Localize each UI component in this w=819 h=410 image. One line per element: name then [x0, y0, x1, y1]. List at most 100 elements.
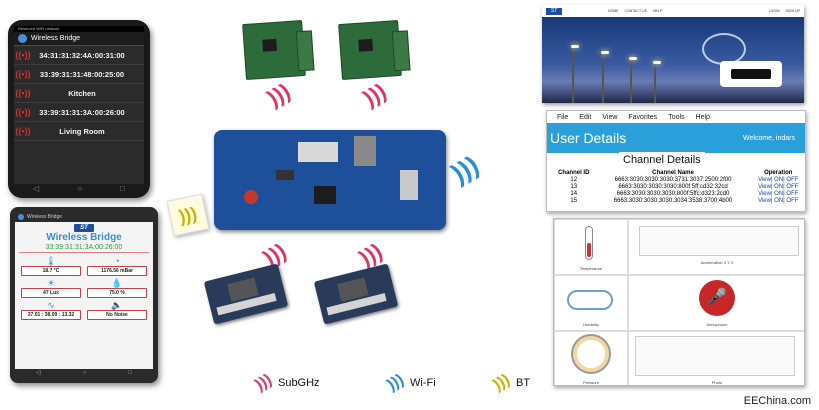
- sensor-motion: ∿37.01 : 38.09 : 13.32: [21, 300, 81, 320]
- sensor-value: 18.7 °C: [21, 266, 81, 276]
- sensor-value: No Noise: [87, 310, 147, 320]
- site-credit: EEChina.com: [744, 395, 811, 407]
- humidity-panel: Humidity: [554, 275, 628, 331]
- menu-item[interactable]: Tools: [668, 114, 684, 121]
- nav-link[interactable]: SIGN UP: [786, 9, 800, 13]
- pressure-panel: Pressure: [554, 331, 628, 386]
- panel-label: Temperature: [555, 266, 627, 271]
- subghz-wave-icon: ))): [252, 369, 277, 396]
- nav-link[interactable]: HELP: [653, 9, 662, 13]
- nav-link[interactable]: LOGIN: [769, 9, 780, 13]
- phone-sensor-view: Wireless Bridge ST Wireless Bridge 33:39…: [10, 207, 158, 383]
- thermometer-icon: 🌡: [21, 256, 81, 266]
- channel-name: 6663:3030:3030:3030:3034:3538:3700:4b00: [595, 198, 752, 205]
- device-label: 33:39:31:31:3A:00:26:00: [32, 108, 144, 117]
- sensor-dashboard: Temperature Acceleration X Y Z Humidity …: [553, 218, 805, 386]
- channel-operations[interactable]: View| ON| OFF: [752, 191, 806, 198]
- panel-label: Humidity: [555, 322, 627, 327]
- channel-operations[interactable]: View| ON| OFF: [752, 184, 806, 191]
- android-nav-bar: ◁ ○ □: [15, 369, 153, 378]
- recents-icon[interactable]: □: [120, 184, 125, 196]
- page-title: Wireless Bridge: [15, 232, 153, 243]
- app-bar: Wireless Bridge: [15, 212, 153, 222]
- legend-wifi: ))) Wi-Fi: [388, 372, 436, 394]
- panel-label: Acceleration X Y Z: [629, 260, 805, 265]
- acceleration-panel: Acceleration X Y Z: [628, 219, 805, 275]
- gateway-main-board: [214, 130, 446, 230]
- st-logo: ST: [546, 8, 562, 15]
- device-label: Living Room: [32, 127, 144, 136]
- signal-icon: ((•)): [14, 107, 32, 117]
- channel-operations[interactable]: View| ON| OFF: [752, 177, 806, 184]
- legend-label: SubGHz: [278, 377, 320, 389]
- android-nav-bar: ◁ ○ □: [14, 184, 144, 196]
- device-list-item[interactable]: ((•))34:31:31:32:4A:00:31:00: [14, 46, 144, 65]
- menu-item[interactable]: Edit: [579, 114, 591, 121]
- sensor-pressure: ◔1176.56 mBar: [87, 256, 147, 276]
- sensor-value: 37.01 : 38.09 : 13.32: [21, 310, 81, 320]
- nav-link[interactable]: CONTACT US: [625, 9, 647, 13]
- sensor-noise: 🔈No Noise: [87, 300, 147, 320]
- app-icon: [18, 34, 27, 43]
- device-list-item[interactable]: ((•))Kitchen: [14, 84, 144, 103]
- device-label: Kitchen: [32, 89, 144, 98]
- app-title: Wireless Bridge: [27, 212, 62, 222]
- panel-label: Pressure: [555, 380, 627, 385]
- column-header: Operation: [752, 170, 806, 177]
- bluetooth-wave-icon: ))): [490, 369, 515, 396]
- channel-operations[interactable]: View| ON| OFF: [752, 198, 806, 205]
- photo-chart: [635, 336, 795, 376]
- channel-id: 12: [553, 177, 595, 184]
- device-id: 33:39:31:31:3A:00:26:00: [19, 243, 149, 253]
- legend-bt: ))) BT: [494, 372, 530, 394]
- channel-name: 6663:3030:3030:3030:800f:5ffc:d323:2cd0: [595, 191, 752, 198]
- sensor-value: 1176.56 mBar: [87, 266, 147, 276]
- device-label: 34:31:31:32:4A:00:31:00: [32, 51, 144, 60]
- menu-item[interactable]: File: [557, 114, 568, 121]
- wifi-wave-icon: ))): [448, 153, 482, 185]
- back-icon[interactable]: ◁: [36, 369, 41, 378]
- acceleration-chart: [639, 226, 799, 256]
- subghz-module-board: [338, 20, 402, 80]
- device-list-item[interactable]: ((•))Living Room: [14, 122, 144, 141]
- sensor-grid: 🌡18.7 °C ◔1176.56 mBar ☀47 Lux 💧75.0 % ∿…: [15, 253, 153, 323]
- section-title: Channel Details: [619, 152, 705, 168]
- menu-item[interactable]: Favorites: [628, 114, 657, 121]
- thermometer-icon: [585, 226, 593, 260]
- legend-label: Wi-Fi: [410, 377, 436, 389]
- app-bar: Wireless Bridge: [14, 32, 144, 46]
- home-icon[interactable]: ○: [83, 369, 87, 378]
- microphone-panel: 🎤 Microphone: [628, 275, 805, 331]
- subghz-module-board: [242, 20, 306, 80]
- recents-icon[interactable]: □: [128, 369, 132, 378]
- channel-name: 6663:3030:3030:3030:800f:5ff:cd32:32cd: [595, 184, 752, 191]
- gauge-icon: [571, 334, 611, 374]
- app-icon: [18, 214, 24, 220]
- device-list-item[interactable]: ((•))33:39:31:31:3A:00:26:00: [14, 103, 144, 122]
- device-label: 33:39:31:31:48:00:25:00: [32, 70, 144, 79]
- microphone-icon: 🎤: [699, 280, 735, 316]
- hero-banner: [542, 17, 804, 103]
- photo-panel: Photo: [628, 331, 805, 386]
- pulse-icon: ∿: [21, 300, 81, 310]
- column-header: Channel ID: [553, 170, 595, 177]
- signal-icon: ((•)): [14, 88, 32, 98]
- sensor-humidity: 💧75.0 %: [87, 278, 147, 298]
- menu-item[interactable]: Help: [696, 114, 710, 121]
- sun-icon: ☀: [21, 278, 81, 288]
- speaker-icon: 🔈: [87, 300, 147, 310]
- channel-id: 14: [553, 191, 595, 198]
- sensor-temperature: 🌡18.7 °C: [21, 256, 81, 276]
- sensor-value: 47 Lux: [21, 288, 81, 298]
- nav-link[interactable]: HOME: [608, 9, 619, 13]
- device-list-item[interactable]: ((•))33:39:31:31:48:00:25:00: [14, 65, 144, 84]
- home-icon[interactable]: ○: [77, 184, 82, 196]
- legend-subghz: ))) SubGHz: [256, 372, 320, 394]
- back-icon[interactable]: ◁: [33, 184, 39, 196]
- table-row: 136663:3030:3030:3030:800f:5ff:cd32:32cd…: [553, 184, 805, 191]
- menu-item[interactable]: View: [602, 114, 617, 121]
- bluetooth-wave-icon: ))): [177, 202, 199, 227]
- channel-id: 15: [553, 198, 595, 205]
